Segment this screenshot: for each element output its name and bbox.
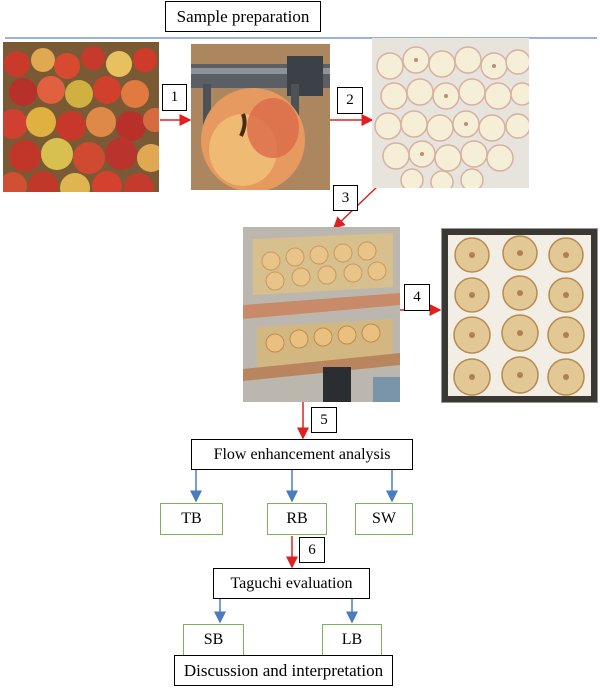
step-6-label: 6 [299,537,325,563]
flow-enhancement-box: Flow enhancement analysis [191,439,413,470]
step-3-label: 3 [333,185,358,211]
taguchi-evaluation-box: Taguchi evaluation [213,568,370,599]
apple-slices-photo [372,38,529,188]
tb-box: TB [160,503,223,535]
discussion-interpretation-box: Discussion and interpretation [174,655,393,686]
apples-basket-photo [3,42,159,192]
step-2-label: 2 [337,87,363,114]
step-1-label: 1 [162,84,187,111]
dried-apple-rings-photo [441,228,598,403]
lb-box: LB [322,624,382,656]
sample-preparation-title: Sample preparation [165,1,321,32]
sw-box: SW [355,503,413,535]
step-4-label: 4 [404,284,430,311]
rb-box: RB [267,503,327,535]
sb-box: SB [183,624,244,656]
caliper-apple-photo [191,44,330,190]
step-5-label: 5 [311,407,337,433]
drying-rack-photo [243,227,400,402]
